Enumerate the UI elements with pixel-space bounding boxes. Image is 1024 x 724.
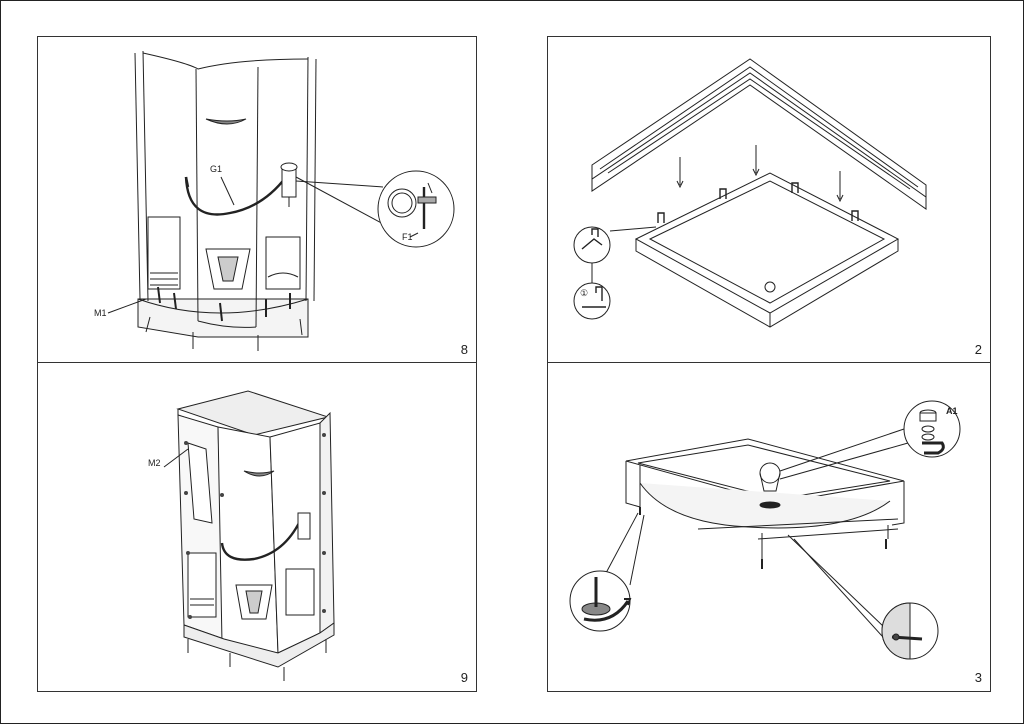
step-2-illustration <box>573 58 927 328</box>
callout-g1: G1 <box>210 164 223 174</box>
callout-m2: M2 <box>148 458 161 468</box>
callout-m1: M1 <box>94 308 107 318</box>
callout-a1: A1 <box>946 406 958 416</box>
step-number-8: 8 <box>460 342 468 357</box>
panel-step-8: G1 F1 M1 8 <box>37 36 477 364</box>
callout-f1: F1 <box>402 232 413 242</box>
step-number-3: 3 <box>974 670 982 685</box>
panel-step-3: A1 3 <box>547 362 991 692</box>
panel-step-9: M2 9 <box>37 362 477 692</box>
step-number-9: 9 <box>460 670 468 685</box>
step-3-illustration <box>569 400 961 660</box>
step-8-illustration <box>107 50 455 351</box>
panel-step-2: ① 2 <box>547 36 991 364</box>
callout-circle-one: ① <box>580 288 589 298</box>
step-number-2: 2 <box>974 342 982 357</box>
step-9-illustration <box>163 390 335 681</box>
